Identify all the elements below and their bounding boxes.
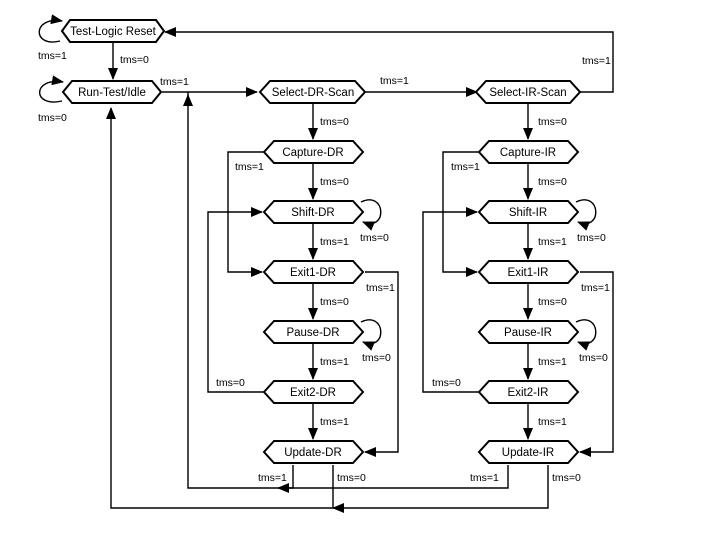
state-pause-ir: Pause-IR	[477, 320, 580, 344]
sir-to-cir-label: tms=0	[538, 116, 567, 128]
state-label: Pause-IR	[504, 327, 552, 339]
state-shift-ir: Shift-IR	[477, 200, 580, 224]
rti-to-sdr-label: tms=1	[160, 76, 189, 88]
state-update-dr: Update-DR	[262, 440, 365, 464]
transition-labels: tms=1 tms=0 tms=0 tms=1 tms=1 tms=1 tms=…	[38, 50, 611, 484]
exit1dr-to-updatedr-edge	[364, 271, 399, 457]
cir-to-shiftir-label: tms=0	[538, 176, 567, 188]
updatedr-to-rti-label: tms=0	[337, 472, 366, 484]
updatedr-to-sdr-label: tms=1	[258, 472, 287, 484]
sir-to-tlr-label: tms=1	[582, 55, 611, 67]
exit1dr-to-pausedr-label: tms=0	[320, 296, 349, 308]
state-exit2-ir: Exit2-IR	[477, 380, 580, 404]
shiftdr-self-loop	[360, 199, 382, 231]
pauseir-to-exit2ir-label: tms=1	[538, 356, 567, 368]
updateir-to-rti-edge	[332, 465, 549, 513]
state-label: Run-Test/Idle	[78, 87, 146, 99]
state-label: Select-DR-Scan	[272, 87, 354, 99]
state-exit2-dr: Exit2-DR	[262, 380, 365, 404]
rti-self-loop	[38, 75, 64, 103]
state-select-dr-scan: Select-DR-Scan	[258, 80, 367, 104]
state-label: Exit1-DR	[290, 267, 336, 279]
exit1ir-to-updateir-label: tms=1	[581, 282, 610, 294]
cdr-to-shiftdr-label: tms=0	[320, 176, 349, 188]
state-label: Capture-DR	[282, 147, 343, 159]
cir-to-exit1ir-label: tms=1	[451, 161, 480, 173]
updateir-to-sdr-edge	[277, 465, 509, 493]
pauseir-self-label: tms=0	[579, 352, 608, 364]
exit1dr-to-updatedr-label: tms=1	[366, 282, 395, 294]
shiftdr-to-exit1dr-label: tms=1	[320, 236, 349, 248]
state-run-test-idle: Run-Test/Idle	[61, 80, 163, 104]
state-capture-ir: Capture-IR	[477, 140, 580, 164]
exit2dr-to-updatedr-label: tms=1	[320, 416, 349, 428]
updatedr-to-sdr-edge	[187, 92, 294, 489]
updateir-to-sdr-label: tms=1	[470, 472, 499, 484]
state-exit1-dr: Exit1-DR	[262, 260, 365, 284]
pausedr-to-exit2dr-label: tms=1	[320, 356, 349, 368]
states: Test-Logic Reset Run-Test/Idle Select-DR…	[60, 19, 582, 464]
sdr-to-sir-label: tms=1	[380, 75, 409, 87]
state-capture-dr: Capture-DR	[262, 140, 365, 164]
state-label: Exit2-DR	[290, 387, 336, 399]
state-select-ir-scan: Select-IR-Scan	[474, 80, 582, 104]
updatedr-to-rti-edge	[106, 107, 334, 509]
exit2dr-to-shiftdr-label: tms=0	[216, 377, 245, 389]
shiftir-to-exit1ir-label: tms=1	[538, 236, 567, 248]
rti-self-label: tms=0	[38, 112, 67, 124]
shiftir-self-label: tms=0	[577, 232, 606, 244]
state-shift-dr: Shift-DR	[262, 200, 365, 224]
state-label: Update-DR	[284, 447, 342, 459]
state-label: Exit1-IR	[508, 267, 549, 279]
state-label: Shift-DR	[291, 207, 334, 219]
pauseir-self-loop	[575, 319, 597, 351]
state-label: Select-IR-Scan	[489, 87, 566, 99]
state-label: Capture-IR	[500, 147, 556, 159]
state-exit1-ir: Exit1-IR	[477, 260, 580, 284]
cdr-to-exit1dr-label: tms=1	[235, 161, 264, 173]
state-label: Exit2-IR	[508, 387, 549, 399]
pausedr-self-loop	[360, 319, 382, 351]
exit2ir-to-updateir-label: tms=1	[538, 416, 567, 428]
state-update-ir: Update-IR	[477, 440, 580, 464]
shiftir-self-loop	[575, 199, 597, 231]
exit1ir-to-pauseir-label: tms=0	[538, 296, 567, 308]
tlr-to-rti-label: tms=0	[120, 54, 149, 66]
pausedr-self-label: tms=0	[362, 352, 391, 364]
sir-to-tlr-edge	[164, 27, 614, 93]
exit2ir-to-shiftir-label: tms=0	[432, 377, 461, 389]
state-label: Update-IR	[502, 447, 554, 459]
state-label: Test-Logic Reset	[70, 26, 156, 38]
state-label: Pause-DR	[286, 327, 339, 339]
tlr-self-label: tms=1	[38, 50, 67, 62]
tlr-self-loop	[38, 14, 63, 43]
state-label: Shift-IR	[509, 207, 547, 219]
shiftdr-self-label: tms=0	[360, 232, 389, 244]
state-test-logic-reset: Test-Logic Reset	[60, 19, 166, 43]
exit1ir-to-updateir-edge	[579, 271, 614, 457]
updateir-to-rti-label: tms=0	[552, 472, 581, 484]
exit2ir-to-shiftir-edge	[422, 207, 479, 393]
transition-edges	[38, 14, 614, 513]
exit2dr-to-shiftdr-edge	[207, 207, 264, 393]
sdr-to-cdr-label: tms=0	[320, 116, 349, 128]
state-pause-dr: Pause-DR	[262, 320, 365, 344]
